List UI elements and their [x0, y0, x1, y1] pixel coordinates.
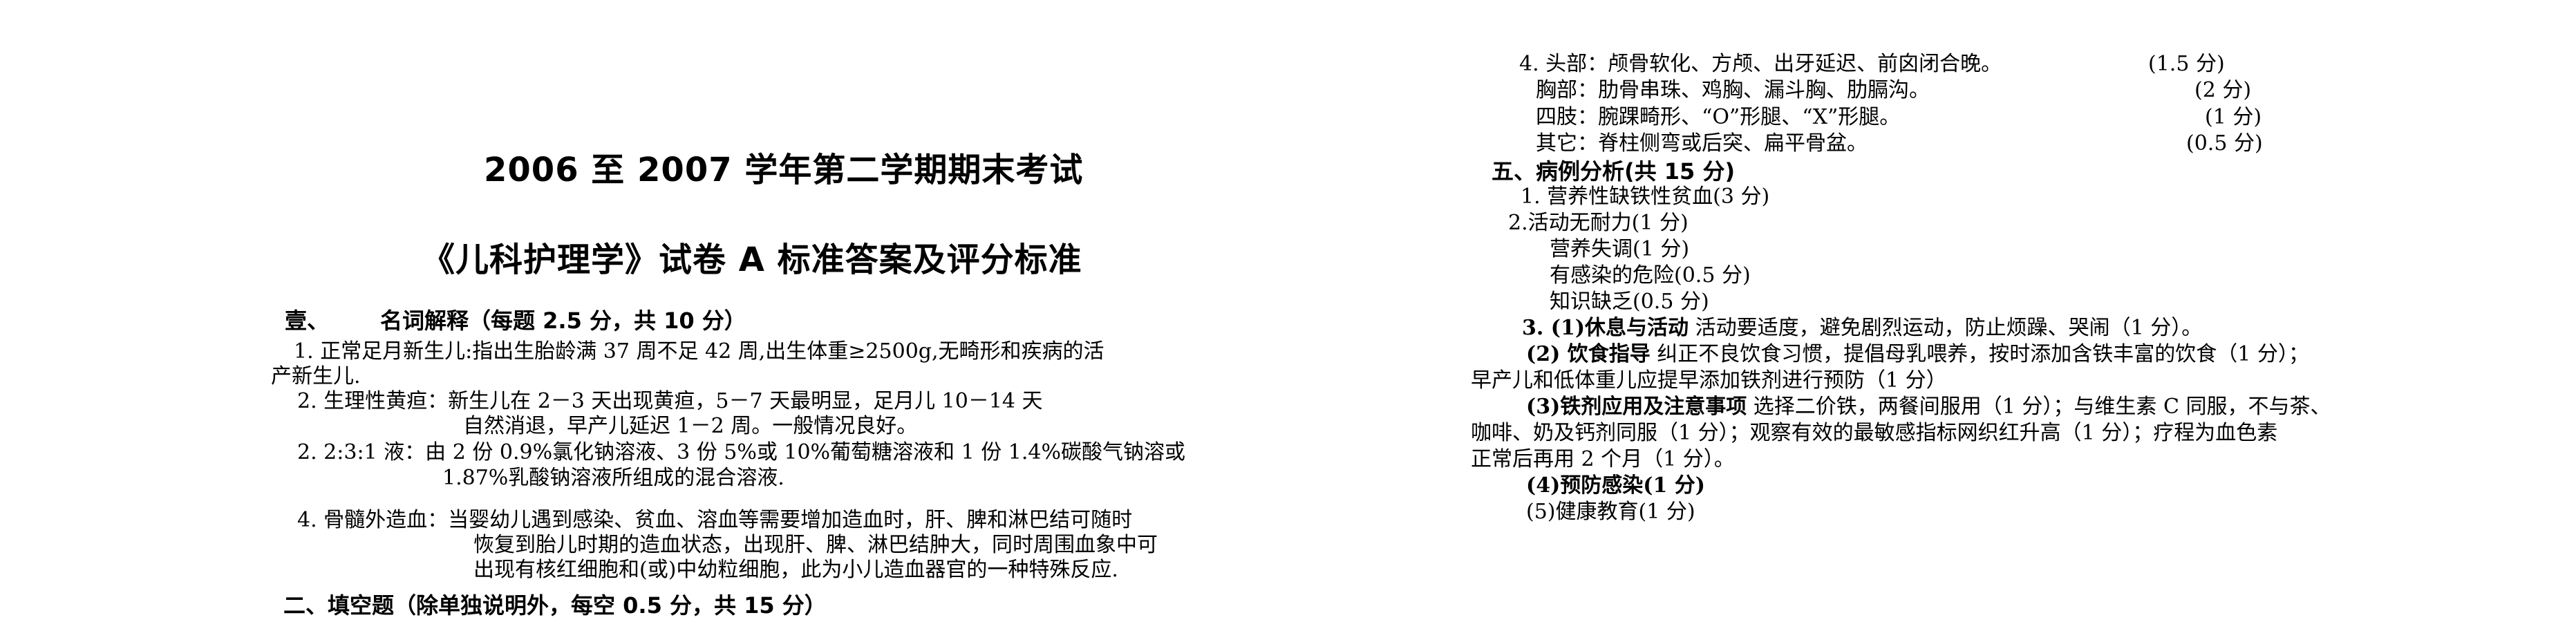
nursing-measure-3: (3)铁剂应用及注意事项 选择二价铁，两餐间服用（1 分）；与维生素 C 同服，…	[1526, 397, 2331, 417]
nursing-measure-line: 早产儿和低体重儿应提早添加铁剂进行预防（1 分）	[1471, 368, 1947, 393]
measure-text: 纠正不良饮食习惯，提倡母乳喂养，按时添加含铁丰富的饮食（1 分）；	[1650, 342, 2309, 366]
definition-line: 2. 2:3:1 液：由 2 份 0.9%氯化钠溶液、3 份 5%或 10%葡萄…	[297, 440, 1185, 464]
definition-line: 4. 骨髓外造血：当婴幼儿遇到感染、贫血、溶血等需要增加造血时，肝、脾和淋巴结可…	[297, 508, 1133, 532]
nursing-measure-line: 咖啡、奶及钙剂同服（1 分）；观察有效的最敏感指标网织红升高（1 分）；疗程为血…	[1471, 421, 2278, 445]
nursing-measure-2: (2) 饮食指导 纠正不良饮食习惯，提倡母乳喂养，按时添加含铁丰富的饮食（1 分…	[1526, 344, 2309, 365]
measure-text: 选择二价铁，两餐间服用（1 分）；与维生素 C 同服，不与茶、	[1747, 395, 2331, 419]
nursing-measure-5: (5)健康教育(1 分)	[1526, 500, 1695, 524]
measure-label: (3)铁剂应用及注意事项	[1526, 395, 1747, 419]
definition-line: 产新生儿.	[271, 364, 361, 388]
measure-label: (2) 饮食指导	[1526, 342, 1651, 366]
q4-line: 其它：脊柱侧弯或后突、扁平骨盆。	[1536, 131, 1868, 156]
q4-score: (1 分)	[2205, 105, 2262, 129]
case-line: 有感染的危险(0.5 分)	[1550, 263, 1751, 288]
case-line: 营养失调(1 分)	[1550, 237, 1690, 261]
exam-subtitle: 《儿科护理学》试卷 A 标准答案及评分标准	[422, 241, 1082, 279]
section2-heading: 二、填空题（除单独说明外，每空 0.5 分，共 15 分）	[283, 592, 827, 619]
q4-score: (2 分)	[2194, 78, 2252, 102]
exam-title: 2006 至 2007 学年第二学期期末考试	[484, 151, 1084, 189]
nursing-measure-1: 3. (1)休息与活动 活动要适度，避免剧烈运动，防止烦躁、哭闹（1 分）。	[1522, 318, 2202, 339]
case-line: 知识缺乏(0.5 分)	[1550, 290, 1709, 314]
q4-score: (1.5 分)	[2148, 52, 2225, 76]
definition-line: 出现有核红细胞和(或)中幼粒细胞，此为小儿造血器官的一种特殊反应.	[473, 558, 1118, 582]
definition-line: 自然消退，早产儿延迟 1－2 周。一般情况良好。	[463, 414, 918, 438]
measure-label: 3. (1)休息与活动	[1522, 316, 1689, 340]
definition-line: 2. 生理性黄疸：新生儿在 2－3 天出现黄疸，5－7 天最明显，足月儿 10－…	[297, 389, 1043, 413]
definition-line: 恢复到胎儿时期的造血状态，出现肝、脾、淋巴结肿大，同时周围血象中可	[473, 533, 1158, 557]
section5-heading: 五、病例分析(共 15 分)	[1492, 158, 1736, 185]
q4-score: (0.5 分)	[2186, 131, 2263, 156]
case-line: 2.活动无耐力(1 分)	[1508, 211, 1689, 235]
definition-line: 1.87%乳酸钠溶液所组成的混合溶液.	[442, 466, 784, 490]
q4-line: 4. 头部：颅骨软化、方颅、出牙延迟、前囟闭合晚。	[1519, 52, 2002, 76]
section1-heading: 名词解释（每题 2.5 分，共 10 分）	[380, 308, 746, 334]
q4-line: 四肢：腕踝畸形、“O”形腿、“X”形腿。	[1536, 105, 1901, 129]
q4-line: 胸部：肋骨串珠、鸡胸、漏斗胸、肋膈沟。	[1536, 78, 1930, 102]
nursing-measure-4: (4)预防感染(1 分)	[1526, 473, 1705, 498]
nursing-measure-line: 正常后再用 2 个月（1 分）。	[1471, 447, 1735, 471]
definition-line: 1. 正常足月新生儿:指出生胎龄满 37 周不足 42 周,出生体重≥2500g…	[294, 339, 1104, 364]
case-line: 1. 营养性缺铁性贫血(3 分)	[1521, 185, 1770, 209]
measure-text: 活动要适度，避免剧烈运动，防止烦躁、哭闹（1 分）。	[1689, 316, 2203, 340]
section1-number: 壹、	[285, 308, 330, 334]
